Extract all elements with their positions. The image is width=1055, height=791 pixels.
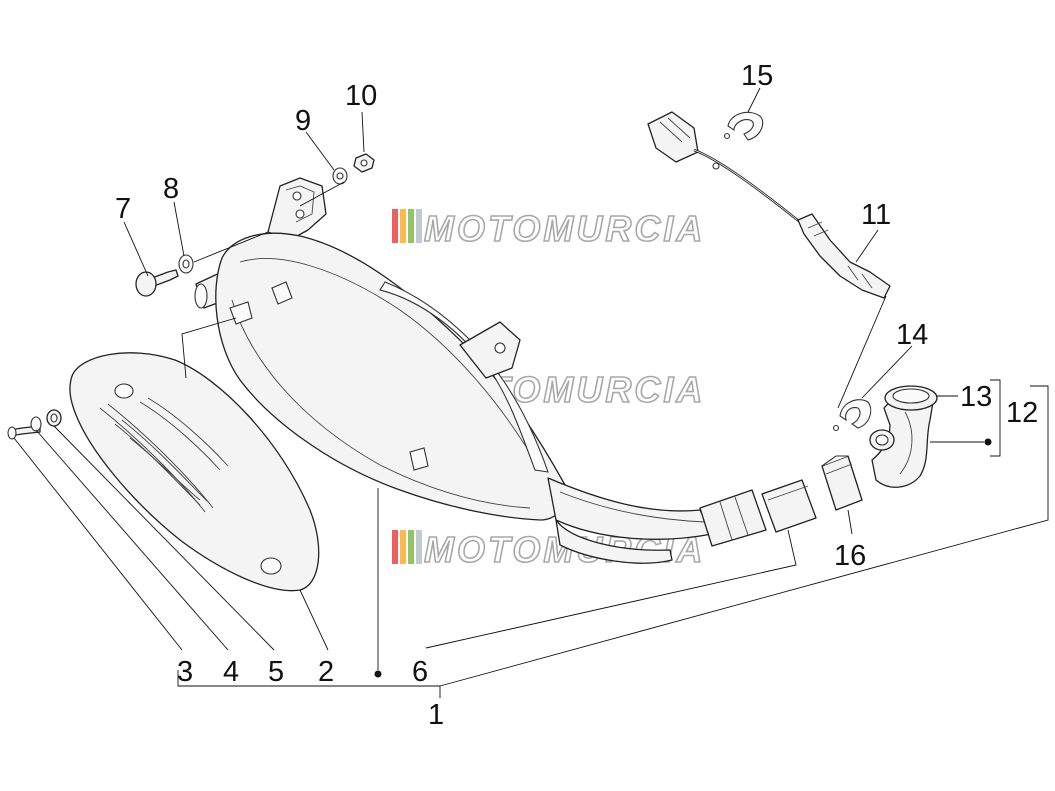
watermark-stripe	[408, 209, 414, 243]
exhaust-elbow	[869, 385, 938, 488]
junction-dot	[374, 670, 382, 678]
clamp-16	[821, 455, 863, 511]
callout-1: 1	[428, 699, 444, 731]
heat-shield	[69, 352, 320, 592]
watermark-stripe	[392, 530, 398, 564]
watermark-stripe	[416, 209, 422, 243]
watermark-stripe	[416, 530, 422, 564]
watermark-stripe	[408, 530, 414, 564]
callout-16: 16	[834, 540, 866, 572]
callout-5: 5	[268, 656, 284, 688]
clip-14	[832, 399, 872, 432]
callout-10: 10	[345, 80, 377, 112]
callout-2: 2	[318, 656, 334, 688]
callout-labels: 1 2 3 4 5 6 7 8 9 10 11 12 13 14 15 16	[115, 60, 1038, 731]
callout-13: 13	[960, 381, 992, 413]
callout-14: 14	[896, 319, 928, 351]
callout-8: 8	[163, 173, 179, 205]
callout-3: 3	[177, 656, 193, 688]
clip-15	[723, 111, 764, 141]
callout-4: 4	[223, 656, 239, 688]
watermark-stripe	[392, 209, 398, 243]
callout-12: 12	[1006, 397, 1038, 429]
watermark-stripe	[400, 209, 406, 243]
callout-7: 7	[115, 193, 131, 225]
watermark-top: MOTOMURCIA	[392, 207, 705, 250]
watermark-stripes	[392, 530, 422, 564]
dots	[374, 438, 992, 678]
watermark-text: MOTOMURCIA	[424, 208, 705, 249]
muffler-body	[194, 177, 568, 521]
junction-dot	[984, 438, 992, 446]
callout-9: 9	[295, 105, 311, 137]
callout-6: 6	[412, 656, 428, 688]
callout-15: 15	[741, 60, 773, 92]
leader-lines	[13, 87, 1049, 698]
exhaust-pipe	[547, 477, 767, 564]
watermark-stripes	[392, 209, 422, 243]
watermark-stripe	[400, 530, 406, 564]
callout-11: 11	[861, 199, 891, 231]
gasket-6	[761, 479, 817, 533]
lambda-sensor	[647, 111, 891, 299]
